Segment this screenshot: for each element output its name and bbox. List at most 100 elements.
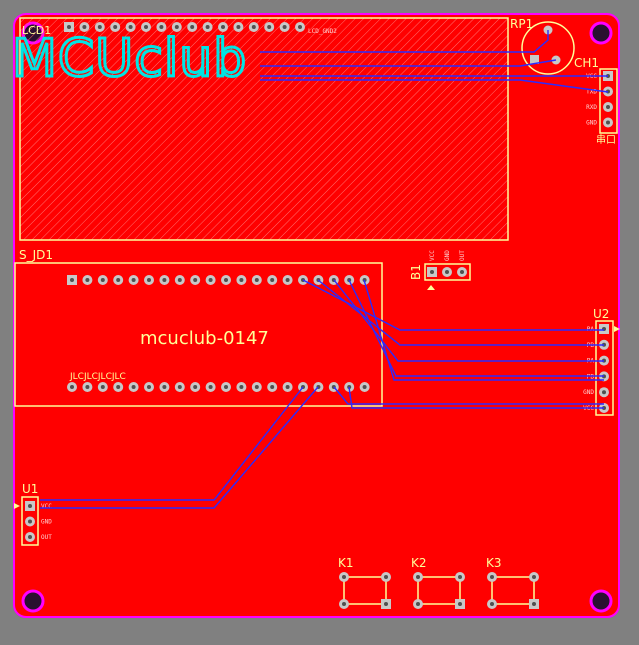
s-jd1-bottom-pin-12-drill bbox=[239, 385, 244, 389]
trace-1 bbox=[260, 30, 549, 53]
s-jd1-outline bbox=[14, 262, 383, 407]
ch1-pin-label: TXD bbox=[586, 89, 597, 96]
lcd1-pin-10-drill bbox=[205, 25, 210, 29]
lcd1-pin-5-drill bbox=[128, 25, 133, 29]
trace-4 bbox=[260, 79, 609, 93]
s-jd1-bottom-pin-11-drill bbox=[224, 385, 228, 389]
ch1-caption: 串口 bbox=[596, 134, 616, 146]
b1-pins: VCC GND OUT bbox=[427, 250, 467, 277]
b1-pin-label: GND bbox=[444, 250, 451, 261]
lcd1-pin-11-drill bbox=[221, 25, 225, 29]
trace-2 bbox=[260, 59, 557, 67]
s-jd1-bottom-pin-1-drill bbox=[70, 385, 74, 389]
lcd1-side-label: LCD_GND2 bbox=[308, 28, 337, 35]
u2-outline bbox=[595, 320, 614, 416]
key-pad-drill bbox=[416, 575, 420, 579]
u1-outline bbox=[21, 496, 39, 546]
mcuclub-logo: MCUclub bbox=[12, 29, 247, 89]
s-jd1-bottom-pin-20-drill bbox=[362, 385, 367, 389]
key-pad-drill bbox=[490, 602, 494, 606]
u1-pin-3-drill bbox=[28, 535, 32, 539]
s-jd1-bottom-pin-4-drill bbox=[116, 385, 121, 389]
lcd1-pin-4-drill bbox=[113, 25, 118, 29]
u2-pin-label: PB bbox=[587, 373, 595, 380]
key-pad-drill bbox=[532, 602, 536, 606]
b1-pin-label: VCC bbox=[429, 250, 436, 261]
key-pad-drill bbox=[416, 602, 420, 606]
ch1-pin-label: RXD bbox=[586, 104, 597, 111]
u2-pin1-marker bbox=[614, 326, 620, 332]
k2-designator: K2 bbox=[411, 556, 427, 570]
lcd1-pin-row bbox=[64, 22, 305, 32]
s-jd1-bottom-pin-3-drill bbox=[100, 385, 105, 389]
b1-pin1-marker bbox=[427, 285, 435, 290]
lcd1-pin-16-drill bbox=[298, 25, 302, 29]
lcd1-pin-15-drill bbox=[282, 25, 287, 29]
b1-pin-2-drill bbox=[445, 270, 449, 274]
s-jd1-module: S_JD1 mcuclub-0147 JLCJLCJLCJLC bbox=[14, 248, 383, 407]
s-jd1-bottom-pin-6-drill bbox=[147, 385, 151, 389]
trace-6 bbox=[317, 279, 604, 346]
lcd1-pin-12-drill bbox=[236, 25, 241, 29]
s-jd1-bottom-pin-8-drill bbox=[177, 385, 182, 389]
copper-traces bbox=[40, 30, 609, 509]
rp1-pad-1 bbox=[530, 55, 539, 64]
s-jd1-top-pin-9-drill bbox=[193, 278, 198, 282]
s-jd1-bottom-pin-5-drill bbox=[131, 385, 136, 389]
s-jd1-top-pin-1-drill bbox=[70, 278, 74, 282]
trace-5 bbox=[302, 279, 604, 331]
u1-pin1-marker bbox=[14, 503, 20, 509]
k1-designator: K1 bbox=[338, 556, 354, 570]
s-jd1-bottom-pin-9-drill bbox=[193, 385, 198, 389]
key-pad-drill bbox=[342, 575, 346, 579]
b1-pin-1-drill bbox=[430, 270, 434, 274]
lcd1-footprint: LCD1 LCD_GND2 bbox=[19, 17, 509, 241]
b1-pin-label: OUT bbox=[459, 250, 466, 261]
jlc-label: JLCJLCJLCJLC bbox=[69, 372, 126, 382]
lcd1-pin-9-drill bbox=[190, 25, 195, 29]
project-label: mcuclub-0147 bbox=[140, 328, 269, 349]
lcd1-pin-2-drill bbox=[82, 25, 87, 29]
u1-designator: U1 bbox=[22, 482, 38, 496]
trace-9 bbox=[363, 279, 604, 381]
trace-11 bbox=[40, 386, 319, 509]
s-jd1-top-pin-14-drill bbox=[270, 278, 275, 282]
lcd1-pin-1-drill bbox=[67, 25, 71, 29]
u1-pin-1-drill bbox=[28, 504, 32, 508]
u1-pin-label: GND bbox=[41, 519, 52, 526]
lcd1-pin-8-drill bbox=[174, 25, 179, 29]
lcd1-pin-6-drill bbox=[144, 25, 148, 29]
key-outline bbox=[417, 576, 461, 605]
k2-switch: K2 bbox=[411, 556, 465, 609]
mounting-hole-tr bbox=[589, 21, 613, 45]
s-jd1-bottom-pin-13-drill bbox=[254, 385, 259, 389]
mounting-hole-bl bbox=[21, 589, 45, 613]
u2-pin-label: GND bbox=[583, 389, 594, 396]
s-jd1-top-pin-11-drill bbox=[224, 278, 228, 282]
ch1-pin-label: GND bbox=[586, 120, 597, 127]
k1-switch: K1 bbox=[338, 556, 391, 609]
ch1-pin-3-drill bbox=[606, 105, 610, 109]
key-pad-drill bbox=[458, 575, 462, 579]
k3-designator: K3 bbox=[486, 556, 502, 570]
rp1-designator: RP1 bbox=[510, 17, 533, 31]
ch1-designator: CH1 bbox=[574, 56, 599, 70]
lcd1-outline bbox=[19, 17, 509, 241]
s-jd1-designator: S_JD1 bbox=[19, 248, 53, 262]
s-jd1-top-pin-6-drill bbox=[147, 278, 151, 282]
u2-designator: U2 bbox=[593, 307, 609, 321]
key-outline bbox=[343, 576, 387, 605]
s-jd1-top-pin-5-drill bbox=[131, 278, 136, 282]
s-jd1-top-pin-2-drill bbox=[85, 278, 90, 282]
lcd1-pin-7-drill bbox=[159, 25, 164, 29]
trace-13 bbox=[333, 386, 604, 405]
trace-7 bbox=[333, 279, 604, 362]
b1-pin-3-drill bbox=[460, 270, 464, 274]
s-jd1-top-pin-7-drill bbox=[162, 278, 167, 282]
s-jd1-top-pin-3-drill bbox=[100, 278, 105, 282]
lcd1-pin-14-drill bbox=[267, 25, 272, 29]
